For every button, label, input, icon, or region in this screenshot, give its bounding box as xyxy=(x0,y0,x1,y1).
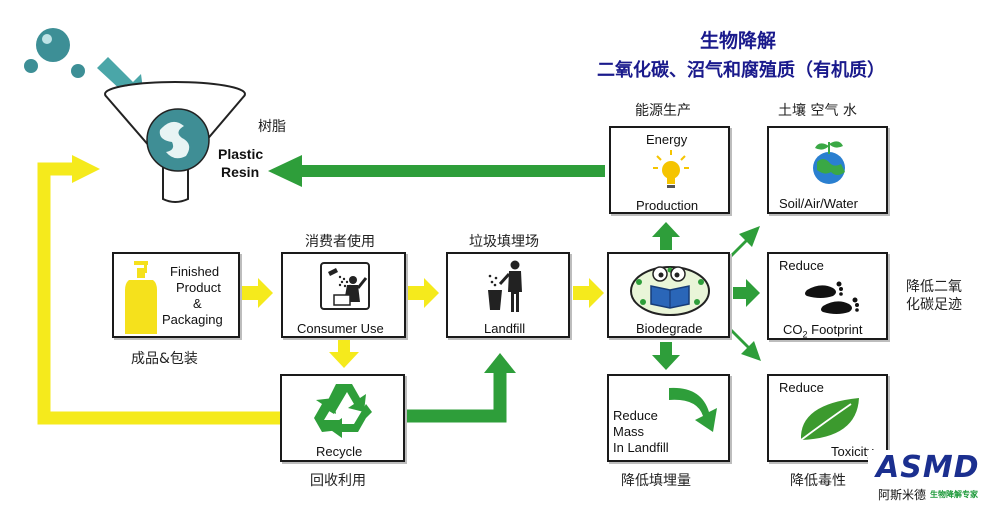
arrow-consumer-to-recycle xyxy=(329,340,359,368)
shower-icon xyxy=(320,262,370,310)
recycle-box: Recycle xyxy=(280,374,405,462)
footprint-cn-line2: 化碳足迹 xyxy=(906,297,962,313)
recycle-cn-label: 回收利用 xyxy=(310,473,366,489)
recycle-return-arrow-line xyxy=(37,162,280,425)
recycle-label: Recycle xyxy=(316,444,363,459)
page-subtitle: 二氧化碳、沼气和腐殖质（有机质） xyxy=(597,60,885,81)
mass-line1: Reduce xyxy=(613,408,658,423)
reduce-mass-box: Reduce Mass In Landfill xyxy=(607,374,730,462)
droplet-large xyxy=(36,28,70,62)
finished-line4: Packaging xyxy=(162,312,223,327)
trash-person-icon xyxy=(488,260,522,312)
arrow-bio-to-footprint xyxy=(733,279,760,307)
arrow-recycle-to-landfill-line xyxy=(405,372,507,423)
consumer-label: Consumer Use xyxy=(297,321,384,336)
biodegrade-label: Biodegrade xyxy=(636,321,703,336)
page-title: 生物降解 xyxy=(700,30,777,52)
biodegrade-box: Biodegrade xyxy=(607,252,730,338)
arrow-bio-to-energy xyxy=(652,222,680,250)
asmd-logo-text: ASMD xyxy=(876,450,980,485)
footprint-co: CO xyxy=(783,322,803,337)
landfill-cn-label: 垃圾填埋场 xyxy=(469,234,539,250)
footprint-icon xyxy=(805,281,859,314)
leaf-icon xyxy=(800,398,859,441)
energy-box: Energy Production xyxy=(609,126,730,214)
soil-air-water-box: Soil/Air/Water xyxy=(767,126,888,214)
arrow-recycle-to-landfill-head xyxy=(484,353,516,373)
mass-line2: Mass xyxy=(613,424,645,439)
finished-line1: Finished xyxy=(170,264,220,279)
energy-line1: Energy xyxy=(646,132,688,147)
microbe-reading-icon xyxy=(630,266,710,316)
recycle-return-arrow-head xyxy=(72,155,100,183)
droplet-small-2 xyxy=(71,64,85,78)
footprint-line1: Reduce xyxy=(779,258,824,273)
consumer-use-box: Consumer Use xyxy=(281,252,406,338)
arrow-energy-to-resin-head xyxy=(268,155,302,187)
finished-line2: Product xyxy=(176,280,221,295)
finished-product-box: Finished Product & Packaging xyxy=(112,252,240,338)
asmd-logo-cn: 阿斯米德 xyxy=(878,488,927,502)
resin-en-line1: Plastic xyxy=(218,146,264,162)
energy-cn-label: 能源生产 xyxy=(635,103,691,119)
footprint-rest: Footprint xyxy=(807,322,863,337)
lightbulb-icon xyxy=(653,150,689,188)
toxicity-cn-label: 降低毒性 xyxy=(790,473,846,489)
bottle-icon xyxy=(125,261,157,334)
arrow-finished-to-consumer xyxy=(240,278,273,308)
resin-en-line2: Resin xyxy=(221,164,260,180)
earth-sprout-icon xyxy=(813,141,845,184)
funnel-icon xyxy=(104,81,246,203)
soil-cn-label: 土壤 空气 水 xyxy=(778,103,857,119)
mass-cn-label: 降低填埋量 xyxy=(621,473,691,489)
footprint-sub: 2 xyxy=(802,329,808,340)
droplet-small xyxy=(24,59,38,73)
recycle-icon xyxy=(314,384,372,438)
reduce-toxicity-box: Reduce Toxicity xyxy=(767,374,888,462)
arrow-landfill-to-biodegrade xyxy=(573,278,604,308)
toxicity-line2: Toxicity xyxy=(831,444,874,459)
consumer-cn-label: 消费者使用 xyxy=(305,234,375,250)
footprint-line2: CO2 Footprint xyxy=(783,322,862,340)
arrow-bio-to-mass xyxy=(652,342,680,370)
arrow-consumer-to-landfill xyxy=(408,278,439,308)
arrow-bio-to-toxicity xyxy=(729,328,761,361)
resin-cn-label: 树脂 xyxy=(258,119,286,135)
toxicity-line1: Reduce xyxy=(779,380,824,395)
finished-line3: & xyxy=(193,296,202,311)
mass-line3: In Landfill xyxy=(613,440,669,455)
asmd-logo: ASMD 阿斯米德 生物降解专家 xyxy=(868,450,998,504)
curved-down-arrow-icon xyxy=(669,387,717,432)
footprint-cn-line1: 降低二氧 xyxy=(906,279,962,295)
droplet-highlight xyxy=(42,34,52,44)
energy-line2: Production xyxy=(636,198,699,213)
co2-footprint-box: Reduce CO2 Footprint xyxy=(767,252,888,340)
soil-label: Soil/Air/Water xyxy=(779,196,858,211)
landfill-label: Landfill xyxy=(484,321,526,336)
arrow-bio-to-soil xyxy=(727,226,760,260)
landfill-box: Landfill xyxy=(446,252,570,338)
asmd-logo-tagline: 生物降解专家 xyxy=(930,490,978,499)
finished-cn-label: 成品&包装 xyxy=(131,351,198,367)
